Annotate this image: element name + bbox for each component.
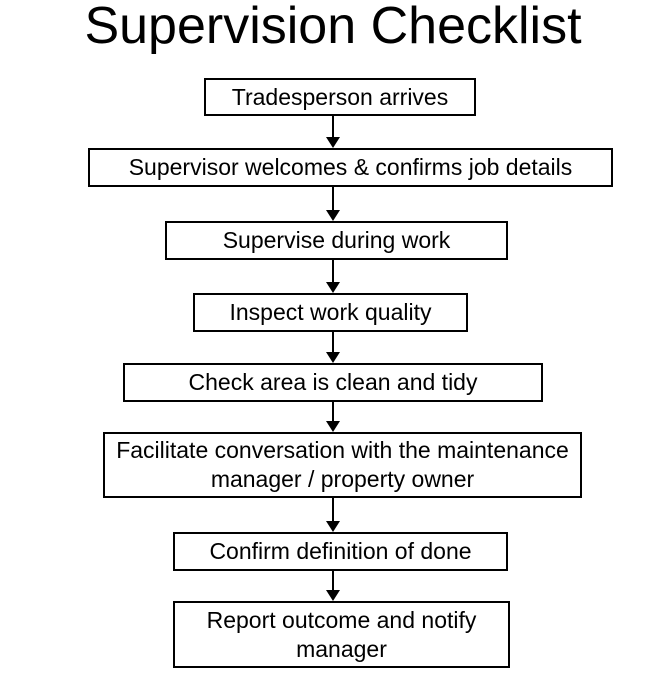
step-label: Inspect work quality <box>229 299 432 325</box>
flow-arrow <box>325 116 341 148</box>
arrow-head-down <box>326 421 340 432</box>
step-label: Supervise during work <box>222 227 451 253</box>
flow-arrow <box>325 571 341 601</box>
flow-arrow <box>325 260 341 293</box>
flow-arrow <box>325 498 341 532</box>
flow-arrow <box>325 332 341 363</box>
flow-step-supervise-during-work: Supervise during work <box>165 221 508 260</box>
arrow-shaft <box>332 187 334 210</box>
step-label: Report outcome and notify manager <box>206 606 477 662</box>
arrow-shaft <box>332 402 334 421</box>
arrow-head-down <box>326 590 340 601</box>
step-label: Tradesperson arrives <box>231 83 449 110</box>
step-label: Check area is clean and tidy <box>188 369 478 395</box>
arrow-shaft <box>332 332 334 352</box>
flow-step-supervisor-welcomes: Supervisor welcomes & confirms job detai… <box>88 148 613 187</box>
page-title: Supervision Checklist <box>84 0 582 55</box>
flow-step-report-outcome: Report outcome and notify manager <box>173 601 510 668</box>
flow-step-inspect-work-quality: Inspect work quality <box>193 293 468 332</box>
step-label: Confirm definition of done <box>209 538 472 564</box>
flow-arrow <box>325 187 341 221</box>
arrow-shaft <box>332 116 334 137</box>
arrow-head-down <box>326 137 340 148</box>
arrow-head-down <box>326 282 340 293</box>
step-label: Supervisor welcomes & confirms job detai… <box>128 154 573 180</box>
flow-arrow <box>325 402 341 432</box>
arrow-shaft <box>332 260 334 282</box>
step-label: Facilitate conversation with the mainten… <box>116 437 569 492</box>
flow-step-facilitate-conversation: Facilitate conversation with the mainten… <box>103 432 582 498</box>
flow-step-tradesperson-arrives: Tradesperson arrives <box>204 78 476 116</box>
arrow-head-down <box>326 210 340 221</box>
arrow-shaft <box>332 498 334 521</box>
flow-step-check-area-clean: Check area is clean and tidy <box>123 363 543 402</box>
flow-step-confirm-definition-of-done: Confirm definition of done <box>173 532 508 571</box>
arrow-head-down <box>326 521 340 532</box>
arrow-shaft <box>332 571 334 590</box>
arrow-head-down <box>326 352 340 363</box>
